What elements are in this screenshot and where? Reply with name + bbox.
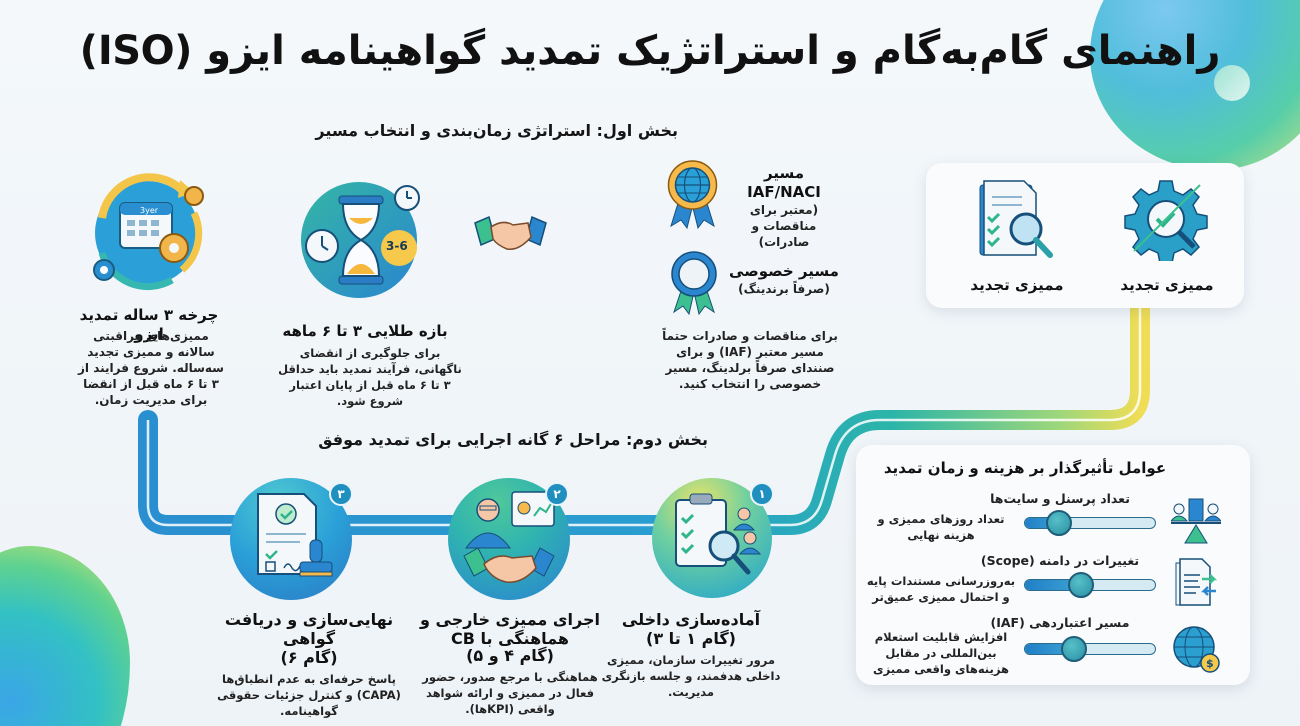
renewal-audit-card: ممیزی تجدید ممیزی تجدید (926, 163, 1244, 308)
step-2-description: هماهنگی با مرجع صدور، حضور فعال در ممیزی… (422, 670, 598, 716)
step-1-text: آماده‌سازی داخلی (گام ۱ تا ۳) مرور تغییر… (596, 610, 786, 700)
factor-2-title: تغییرات در دامنه (Scope) (980, 553, 1140, 568)
document-arrows-icon (1174, 557, 1220, 609)
section-1-heading: بخش اول: استراتژی زمان‌بندی و انتخاب مسی… (315, 121, 678, 140)
handshake-icon (473, 205, 548, 260)
golden-window-description: برای جلوگیری از انقضای ناگهانی، فرآیند ت… (278, 346, 462, 408)
step-3-title: نهایی‌سازی و دریافت گواهی (224, 610, 394, 648)
factor-1-slider (1024, 517, 1156, 529)
audit-card-label-2: ممیزی تجدید (970, 276, 1064, 294)
step-2-title: اجرای ممیزی خارجی و هماهنگی با CB (419, 610, 601, 648)
golden-window-badge: 3-6 (386, 239, 408, 253)
private-route-ribbon-icon (668, 250, 720, 316)
cycle-title: چرخه ۳ ساله تمدید ایزو (79, 306, 219, 343)
factor-3-title: مسیر اعتباردهی (IAF) (990, 615, 1130, 630)
step-3-text: نهایی‌سازی و دریافت گواهی (گام ۶) پاسخ ح… (198, 610, 420, 719)
factor-2-effect: به‌روزرسانی مستندات پایه و احتمال ممیزی … (866, 574, 1016, 604)
audit-card-label-1: ممیزی تجدید (1120, 276, 1214, 294)
private-route: مسیر خصوصی (صرفاً برندینگ) (728, 262, 840, 297)
factor-1-effect: تعداد روزهای ممیزی و هزینه نهایی (877, 512, 1005, 542)
decorative-dot (1214, 65, 1250, 101)
factor-2-slider-knob (1068, 572, 1094, 598)
iaf-route-ribbon-icon (665, 160, 720, 230)
step-2-subtitle: (گام ۴ و ۵) (466, 646, 554, 665)
hourglass-icon: 3-6 (295, 170, 430, 305)
factor-3-slider-knob (1061, 636, 1087, 662)
step-2-number-badge: ۲ (545, 482, 569, 506)
step-2-text: اجرای ممیزی خارجی و هماهنگی با CB (گام ۴… (410, 610, 610, 717)
page-title: راهنمای گام‌به‌گام و استراتژیک تمدید گوا… (79, 28, 1221, 74)
factor-1-slider-knob (1046, 510, 1072, 536)
iaf-route: مسیر IAF/NACI (معتبر برای مناقصات و صادر… (728, 164, 840, 250)
gear-check-icon (1124, 177, 1208, 264)
factor-3-effect: افزایش قابلیت استعلام بین‌المللی در مقاب… (873, 630, 1009, 676)
step-3-number-badge: ۳ (329, 482, 353, 506)
document-search-icon (974, 177, 1058, 263)
factor-1-title: تعداد پرسنل و سایت‌ها (990, 491, 1130, 506)
factor-3-slider (1024, 643, 1156, 655)
private-route-subtitle: (صرفاً برندینگ) (738, 282, 830, 296)
step-3-description: پاسخ حرفه‌ای به عدم انطباق‌ها (CAPA) و ک… (217, 672, 401, 718)
cost-time-factors-card: عوامل تأثیرگذار بر هزینه و زمان تمدید تع… (856, 445, 1250, 685)
iaf-route-title: مسیر IAF/NACI (747, 164, 821, 201)
globe-dollar-icon: $ (1172, 623, 1222, 675)
factors-title: عوامل تأثیرگذار بر هزینه و زمان تمدید (883, 459, 1167, 477)
calendar-label: 3yer (140, 206, 159, 215)
svg-text:$: $ (1206, 657, 1214, 670)
private-route-title: مسیر خصوصی (729, 262, 839, 280)
cycle-description: ممیزی‌های مراقبتی سالانه و ممیزی تجدید س… (78, 329, 224, 407)
golden-window-title: بازه طلایی ۳ تا ۶ ماهه (282, 322, 448, 340)
cycle-3-year-icon: 3yer (82, 168, 212, 298)
section-2-heading: بخش دوم: مراحل ۶ گانه اجرایی برای تمدید … (318, 430, 708, 449)
step-1-number-badge: ۱ (750, 482, 774, 506)
step-3-subtitle: (گام ۶) (280, 648, 338, 667)
route-selection-note: برای مناقصات و صادرات حتماً مسیر معتبر (… (662, 329, 838, 391)
people-building-scale-icon (1169, 493, 1223, 548)
step-1-subtitle: (گام ۱ تا ۳) (646, 629, 736, 648)
step-1-description: مرور تغییرات سازمان، ممیزی داخلی هدفمند،… (601, 653, 781, 699)
iaf-route-subtitle: (معتبر برای مناقصات و صادرات) (749, 203, 819, 249)
step-1-title: آماده‌سازی داخلی (621, 610, 761, 629)
